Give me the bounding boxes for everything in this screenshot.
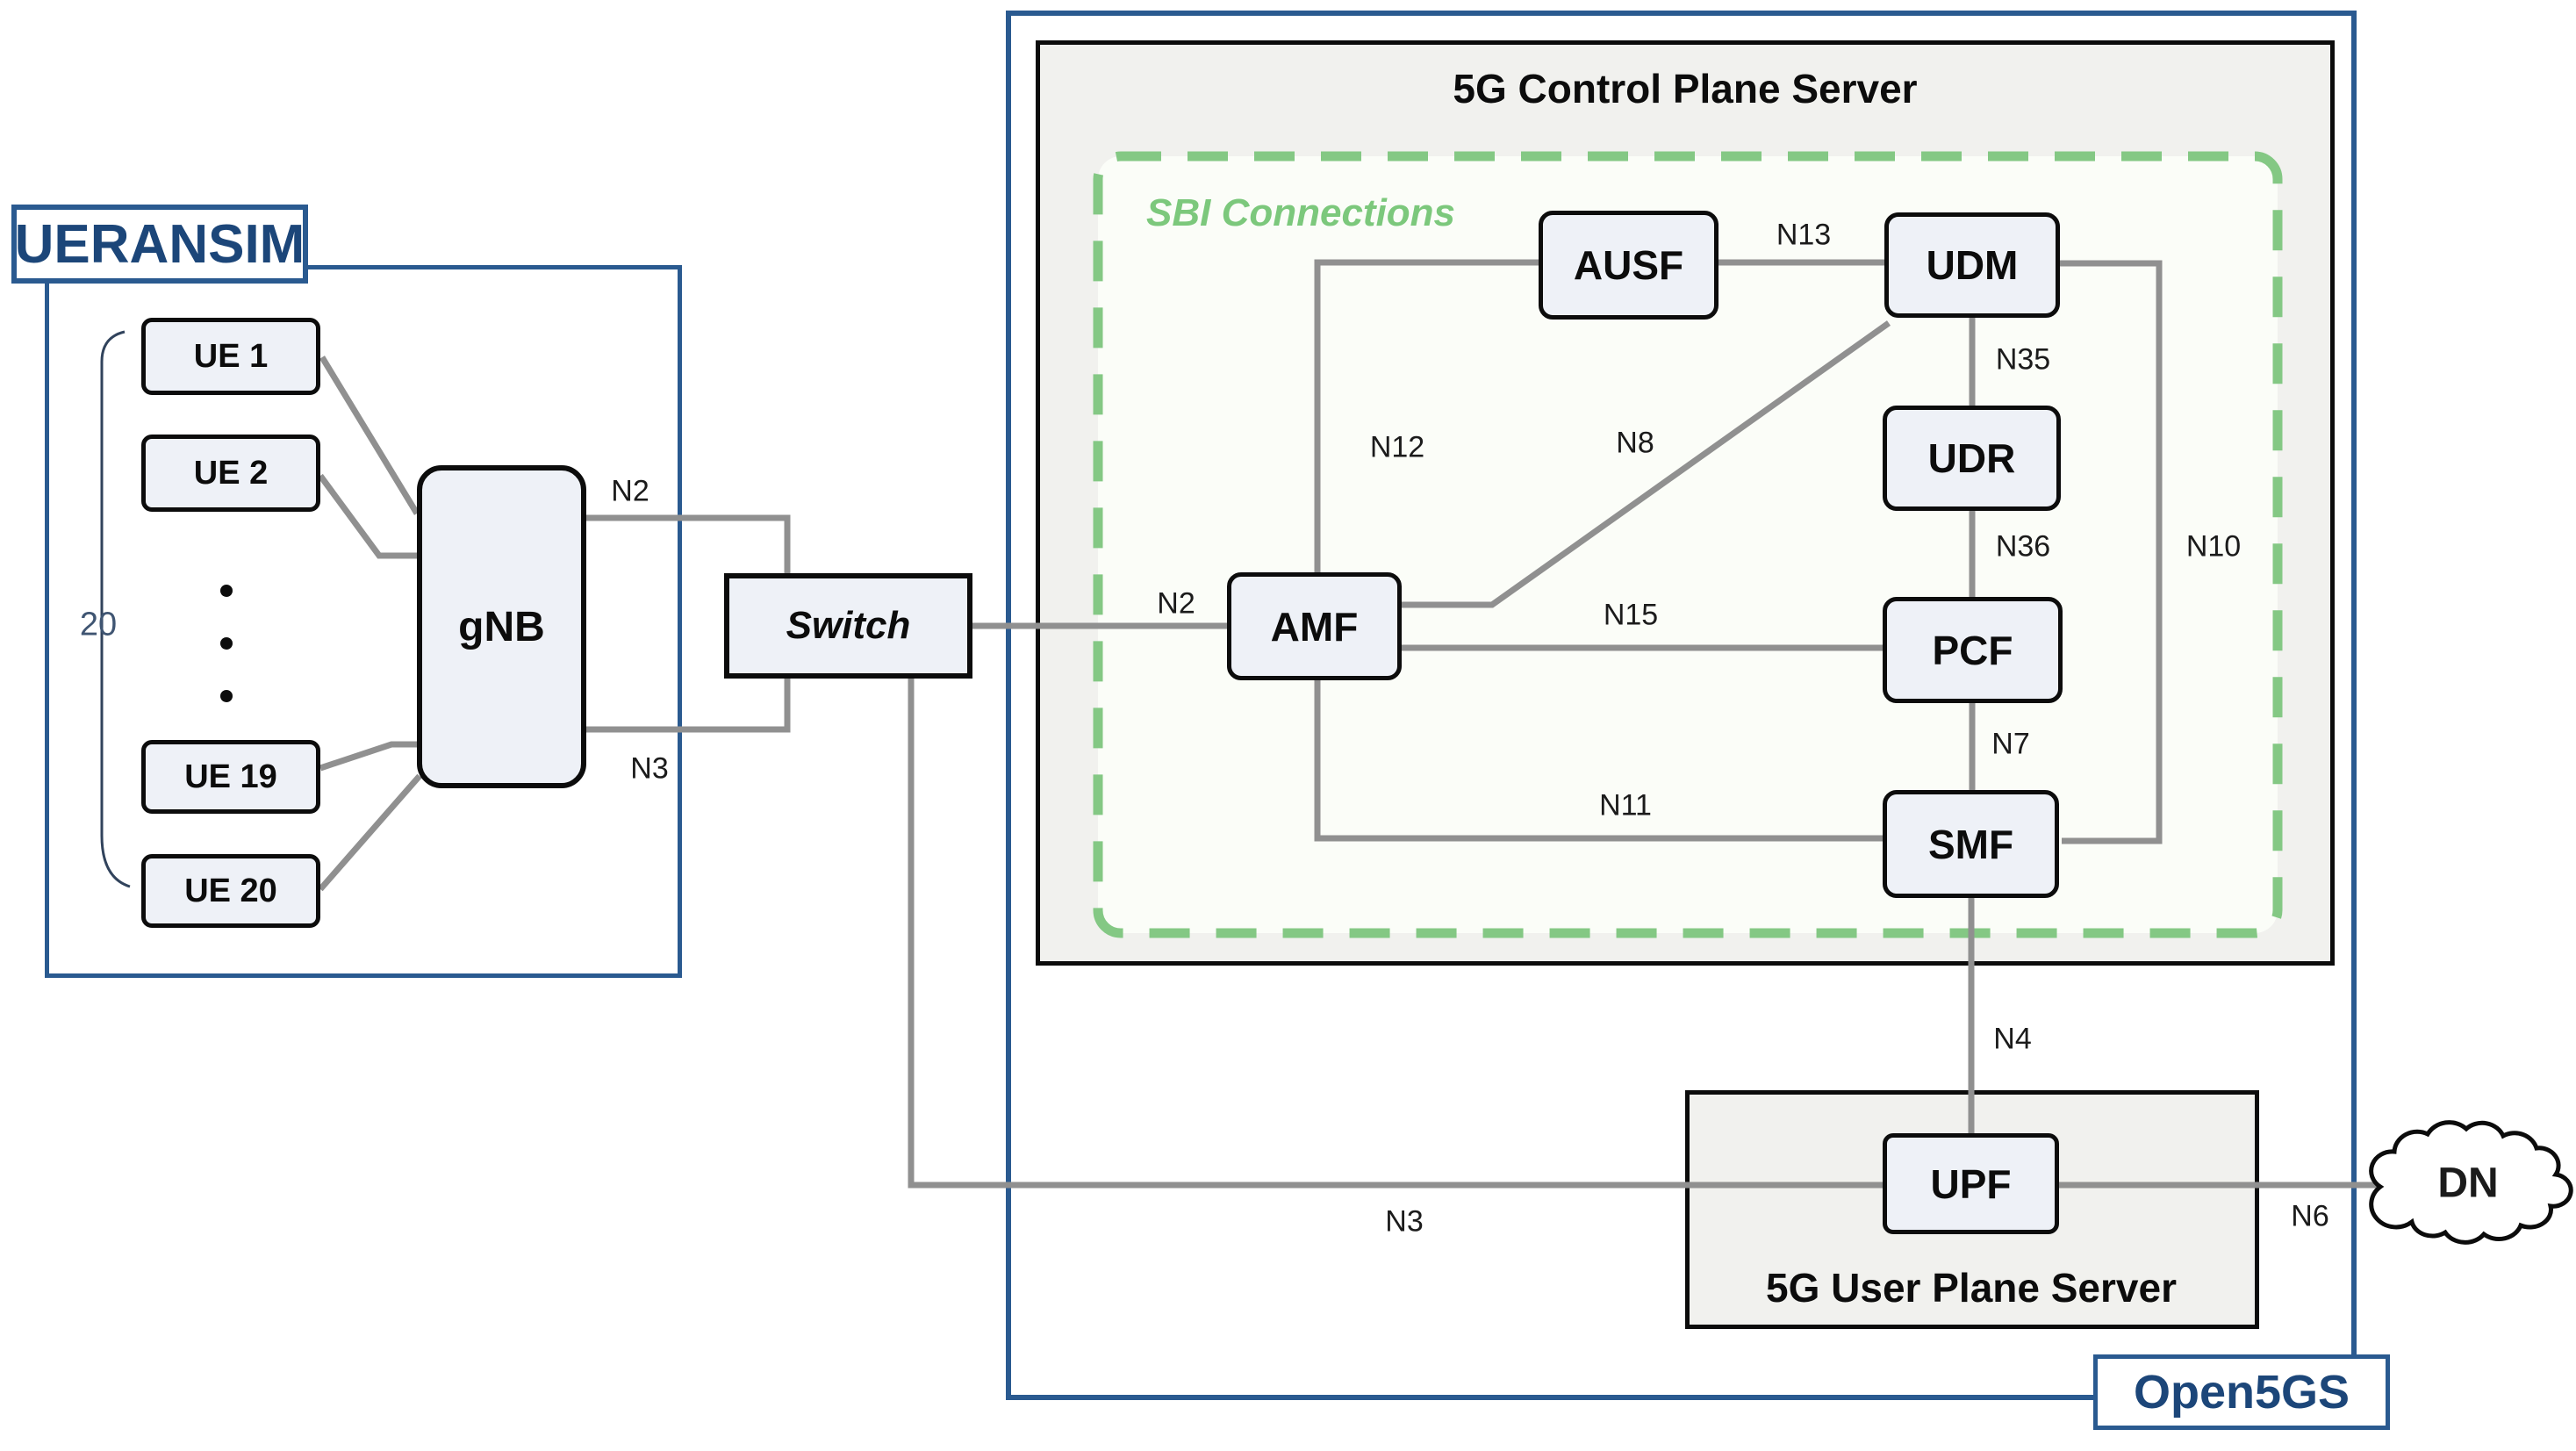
node-switch: Switch — [724, 573, 972, 679]
node-smf: SMF — [1883, 790, 2059, 898]
node-ue19: UE 19 — [141, 740, 320, 814]
node-ue1: UE 1 — [141, 318, 320, 395]
link-n8-amf-udm — [1402, 320, 1891, 608]
gnb-label: gNB — [458, 603, 545, 650]
node-pcf: PCF — [1883, 597, 2063, 703]
ue2-label: UE 2 — [193, 454, 269, 492]
smf-label: SMF — [1927, 821, 2014, 867]
iface-n2-core: N2 — [1157, 586, 1195, 621]
link-ue19-gnb — [319, 741, 420, 772]
open5gs-frame — [1006, 11, 2357, 1400]
ueransim-title: UERANSIM — [14, 213, 305, 275]
upf-label: UPF — [1930, 1160, 2012, 1207]
iface-n15: N15 — [1603, 598, 1659, 632]
control-plane-server-title: 5G Control Plane Server — [1453, 66, 1918, 111]
ue-ellipsis-dot — [220, 585, 233, 597]
iface-n7: N7 — [1991, 727, 2030, 761]
iface-n3-ran: N3 — [630, 751, 669, 786]
ue-ellipsis-dot — [220, 690, 233, 702]
iface-n36: N36 — [1995, 529, 2051, 564]
ausf-label: AUSF — [1573, 242, 1684, 288]
ue-group-brace — [100, 330, 131, 888]
iface-n13: N13 — [1776, 218, 1832, 252]
node-amf: AMF — [1227, 572, 1402, 680]
node-ue20: UE 20 — [141, 854, 320, 928]
amf-label: AMF — [1270, 603, 1359, 650]
link-ue20-gnb — [318, 773, 422, 892]
node-gnb: gNB — [417, 465, 586, 788]
udr-label: UDR — [1927, 435, 2016, 481]
link-ue2-gnb — [318, 473, 417, 559]
node-ue2: UE 2 — [141, 435, 320, 512]
sbi-connections-label: SBI Connections — [1146, 191, 1456, 234]
open5gs-title: Open5GS — [2133, 1366, 2350, 1419]
node-udr: UDR — [1883, 406, 2061, 511]
sbi-dashed-box — [1093, 151, 2283, 938]
ue-count-label: 20 — [79, 606, 118, 643]
link-n3-switch-upf — [908, 679, 1885, 1189]
link-n2-gnb-switch — [586, 514, 791, 576]
user-plane-server-title: 5G User Plane Server — [1766, 1265, 2177, 1311]
iface-n2-ran: N2 — [611, 474, 649, 508]
ue1-label: UE 1 — [193, 337, 269, 375]
ueransim-title-box: UERANSIM — [11, 205, 308, 284]
link-n11-amf-smf — [1314, 678, 1883, 842]
udm-label: UDM — [1926, 242, 2019, 288]
dn-cloud-icon — [2369, 1120, 2573, 1245]
ue-ellipsis-dot — [220, 637, 233, 650]
iface-n8: N8 — [1616, 426, 1654, 460]
link-n10-udm-smf — [2060, 260, 2163, 844]
node-ausf: AUSF — [1539, 211, 1719, 320]
iface-n6: N6 — [2291, 1199, 2329, 1233]
ueransim-frame — [45, 265, 682, 978]
iface-n11: N11 — [1599, 788, 1652, 822]
iface-n3-core: N3 — [1385, 1204, 1424, 1239]
node-upf: UPF — [1883, 1133, 2059, 1234]
iface-n12: N12 — [1369, 430, 1425, 464]
iface-n4: N4 — [1993, 1022, 2032, 1056]
node-udm: UDM — [1884, 212, 2060, 318]
ue19-label: UE 19 — [184, 758, 277, 795]
iface-n10: N10 — [2185, 529, 2242, 564]
ue20-label: UE 20 — [184, 872, 277, 909]
link-ue1-gnb — [319, 356, 420, 515]
link-n12-amf-ausf — [1314, 259, 1539, 575]
open5gs-title-box: Open5GS — [2093, 1354, 2390, 1430]
iface-n35: N35 — [1995, 342, 2051, 377]
link-n3-gnb-switch — [586, 676, 791, 733]
dn-label: DN — [2437, 1160, 2499, 1207]
pcf-label: PCF — [1932, 627, 2013, 673]
switch-label: Switch — [786, 604, 911, 647]
